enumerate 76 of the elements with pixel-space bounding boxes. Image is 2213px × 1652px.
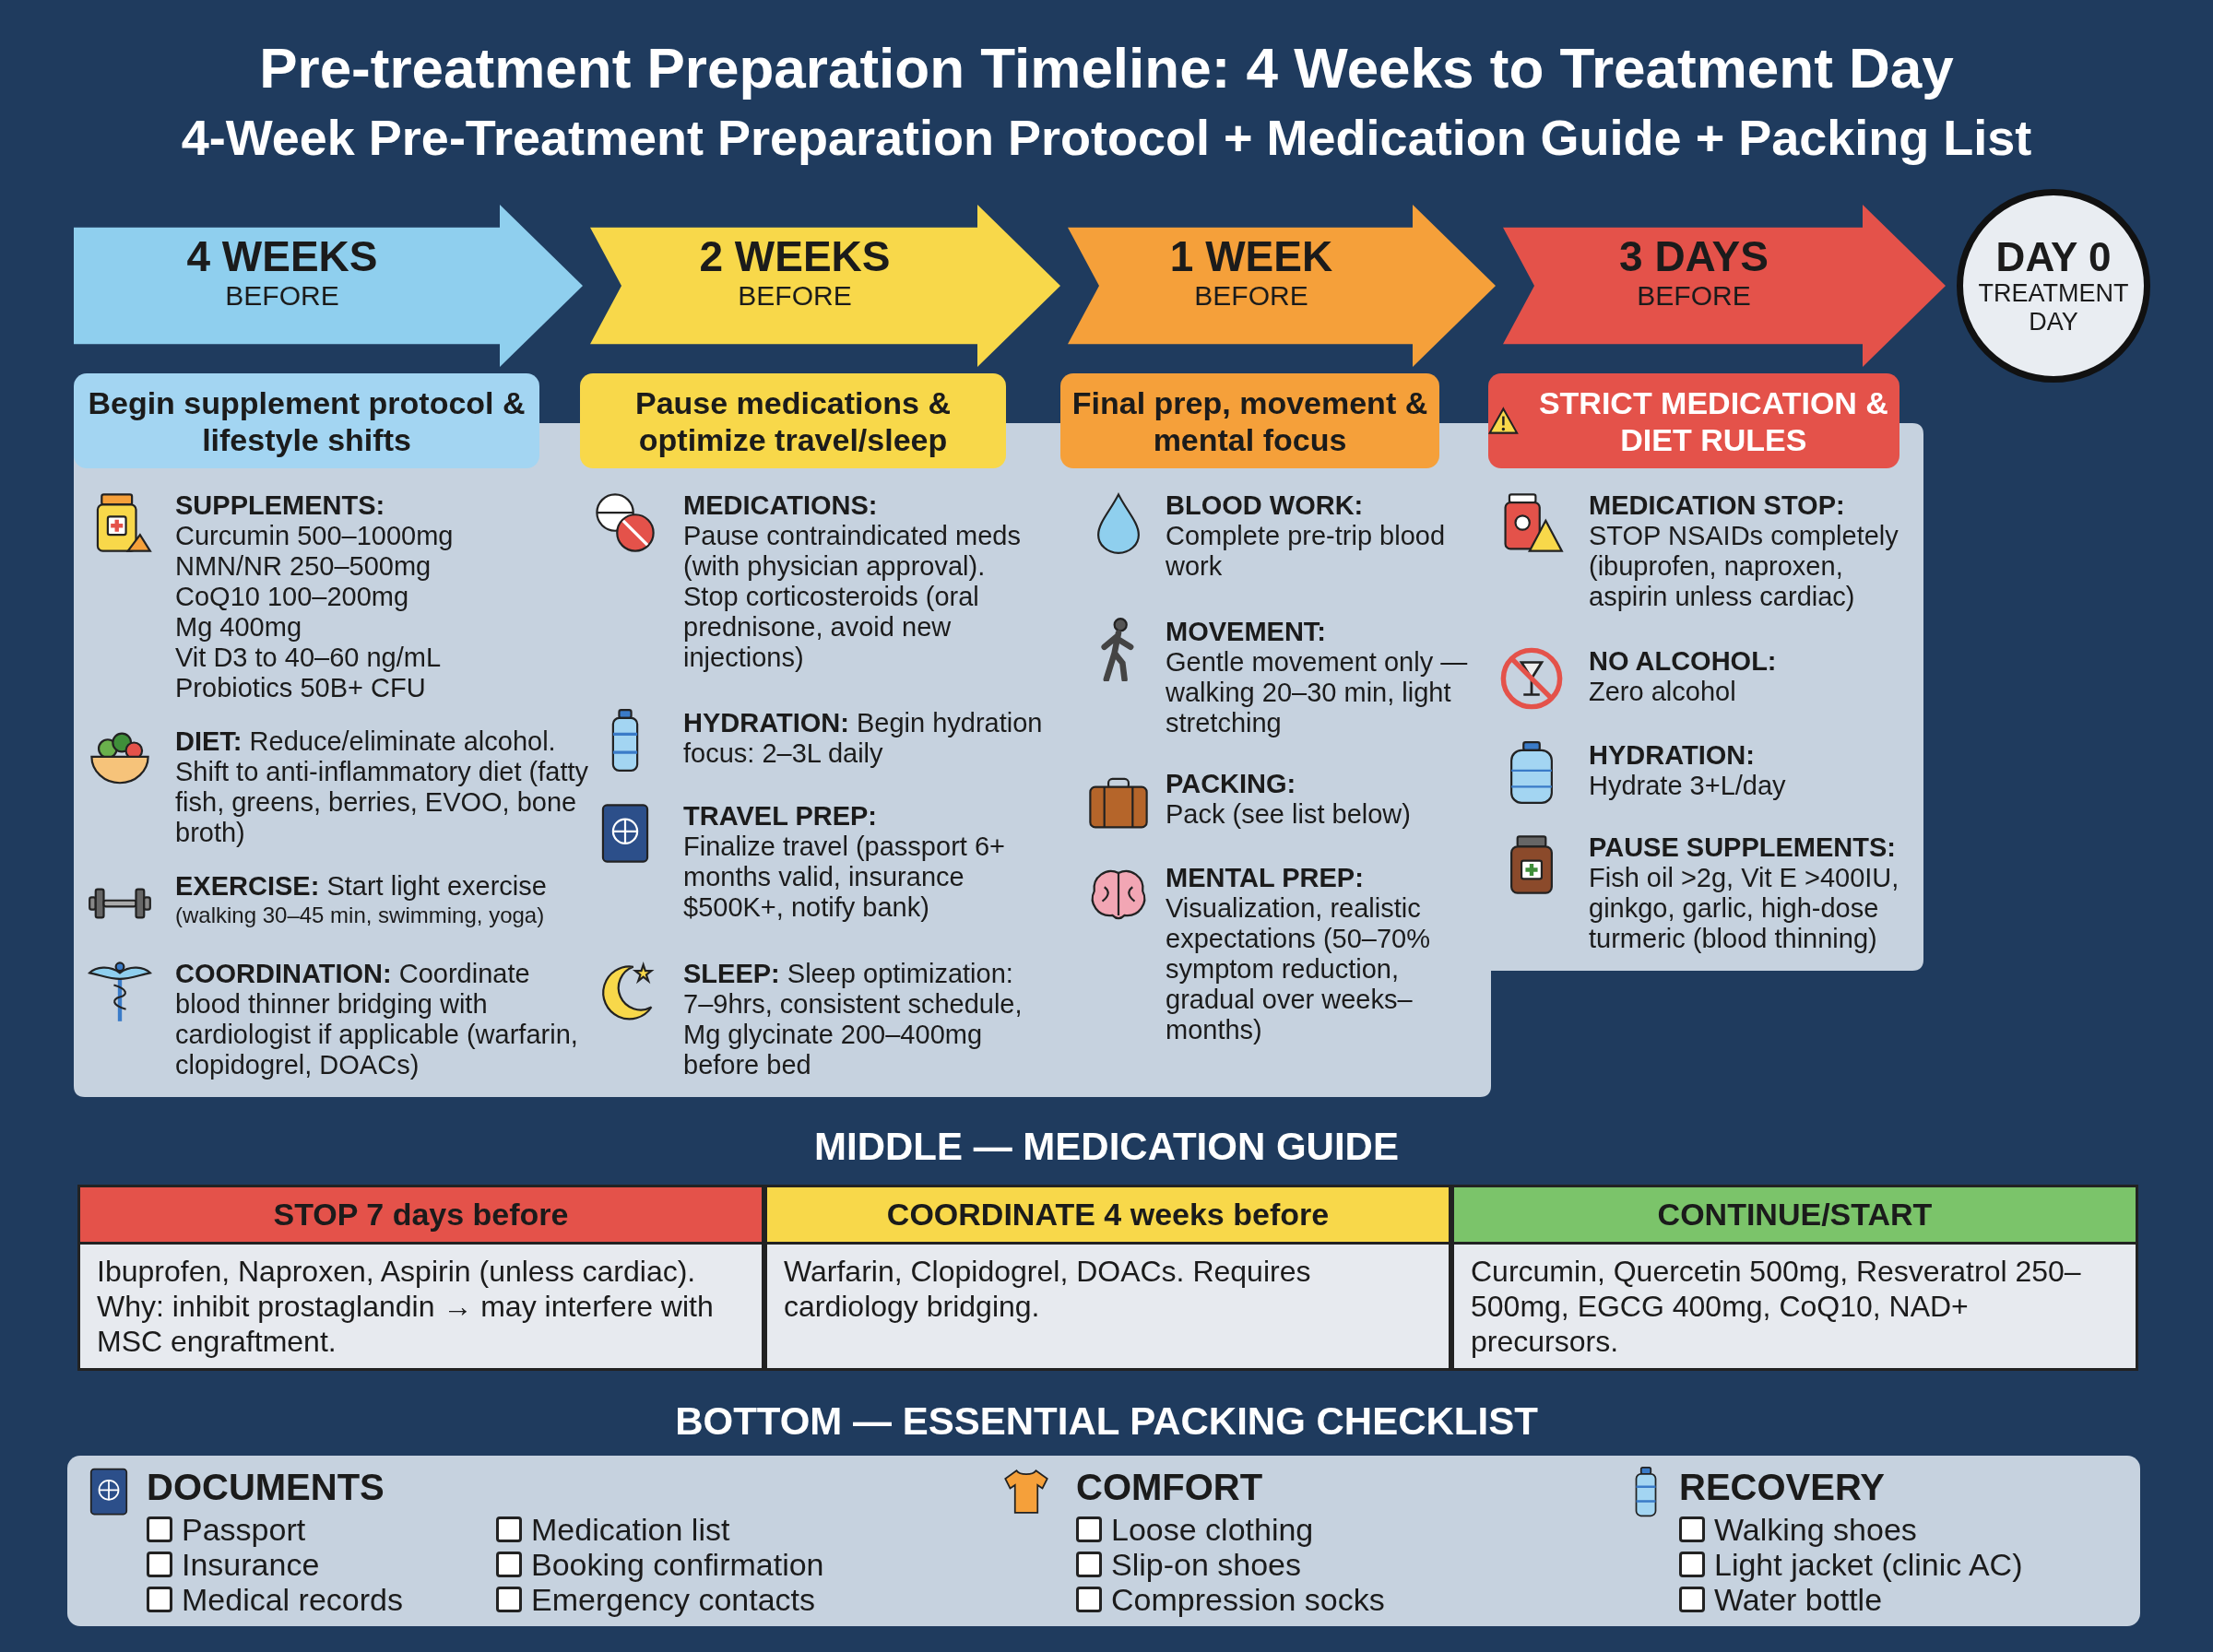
checklist-heading: DOCUMENTS [147, 1466, 385, 1508]
item-text: Fish oil >2g, Vit E >400IU, ginkgo, garlic, high-dose turmeric (blood thinning) [1589, 863, 1900, 954]
item-heading: BLOOD WORK: [1166, 490, 1365, 521]
checklist-item: Emergency contacts [531, 1582, 816, 1617]
item-text: Hydrate 3+L/day [1589, 771, 1787, 801]
item-text: Visualization, realistic expectations (50–70% symptom reduction, gradual over weeks–months) [1166, 893, 1431, 1045]
item-text: NMN/NR 250–500mg [175, 551, 432, 582]
table-header-cell: CONTINUE/START [1451, 1185, 2138, 1245]
item-text: Pack (see list below) [1166, 799, 1412, 830]
item-text: Pause contraindicated meds (with physician approval). Stop corticosteroids (oral prednisone, avoid new injections) [683, 521, 1022, 673]
item-heading: HYDRATION: [1589, 740, 1756, 771]
phase-heading: STRICT MEDICATION & DIET RULES [1537, 384, 1889, 458]
checklist-item: Insurance [182, 1547, 320, 1582]
title: Pre-treatment Preparation Timeline: 4 Weeks to Treatment Day [258, 35, 1955, 100]
phase-label: DAY 0 [1994, 235, 2112, 279]
checklist-item: Medical records [182, 1582, 403, 1617]
phase-sublabel: BEFORE [1636, 280, 1752, 312]
phase-sublabel: BEFORE [1193, 280, 1309, 312]
item-text: Zero alcohol [1589, 677, 1737, 707]
item-text: STOP NSAIDs completely (ibuprofen, naproxen, aspirin unless cardiac) [1589, 521, 1899, 612]
checklist-heading: RECOVERY [1679, 1466, 1885, 1508]
checklist-item: Water bottle [1714, 1582, 1883, 1617]
section-heading: BOTTOM — ESSENTIAL PACKING CHECKLIST [674, 1399, 1539, 1444]
item-heading: TRAVEL PREP: [683, 801, 878, 832]
item-text: HYDRATION: Begin hydration focus: 2–3L daily [683, 708, 1043, 769]
item-text: Gentle movement only — walking 20–30 min, light stretching [1166, 647, 1469, 738]
item-heading: PACKING: [1166, 769, 1297, 799]
phase-label: 4 WEEKS [185, 232, 379, 280]
phase-label: 3 DAYS [1618, 232, 1769, 280]
checklist-heading: COMFORT [1076, 1466, 1263, 1508]
item-text: Mg 400mg [175, 612, 302, 643]
table-header-cell: STOP 7 days before [77, 1185, 764, 1245]
phase-banner [590, 205, 1060, 367]
item-text: Vit D3 to 40–60 ng/mL [175, 643, 443, 673]
phase-banner [1068, 205, 1496, 367]
phase-label: 2 WEEKS [698, 232, 892, 280]
phase-label: 1 WEEK [1168, 232, 1334, 280]
item-heading: NO ALCOHOL: [1589, 646, 1778, 677]
checklist-item: Medication list [531, 1512, 730, 1547]
item-text: COORDINATION: Coordinate blood thinner bridging with cardiologist if applicable (warfarin, clopidogrel, DOACs) [175, 959, 579, 1080]
item-heading: MENTAL PREP: [1166, 863, 1365, 893]
item-heading: MOVEMENT: [1166, 617, 1327, 647]
item-text: EXERCISE: Start light exercise [175, 871, 548, 902]
checklist-item: Booking confirmation [531, 1547, 824, 1582]
checklist-item: Light jacket (clinic AC) [1714, 1547, 2023, 1582]
table-cell: Warfarin, Clopidogrel, DOACs. Requires cardiology bridging. [764, 1242, 1451, 1371]
checklist-item: Compression socks [1111, 1582, 1385, 1617]
item-text: Finalize travel (passport 6+ months valid, insurance $500K+, notify bank) [683, 832, 1006, 923]
phase-sublabel: BEFORE [224, 280, 340, 312]
item-text: CoQ10 100–200mg [175, 582, 410, 612]
checklist-item: Loose clothing [1111, 1512, 1314, 1547]
section-heading: MIDDLE — MEDICATION GUIDE [813, 1125, 1400, 1169]
phase-heading: Pause medications & optimize travel/sleep [634, 384, 952, 458]
item-heading: MEDICATIONS: [683, 490, 879, 521]
phase-sublabel: BEFORE [737, 280, 853, 312]
item-heading: SUPPLEMENTS: [175, 490, 386, 521]
phase-banner [1503, 205, 1946, 367]
phase-banner [74, 205, 583, 367]
table-header-cell: COORDINATE 4 weeks before [764, 1185, 1451, 1245]
table-cell: Ibuprofen, Naproxen, Aspirin (unless cardiac). Why: inhibit prostaglandin → may interfere with MSC engraftment. [77, 1242, 764, 1371]
item-text: Curcumin 500–1000mg [175, 521, 455, 551]
item-text: DIET: Reduce/eliminate alcohol. Shift to anti-inflammatory diet (fatty fish, greens, berries, EVOO, bone broth) [175, 726, 590, 848]
phase-heading: Final prep, movement & mental focus [1071, 384, 1429, 458]
checklist-item: Passport [182, 1512, 306, 1547]
table-cell: Curcumin, Quercetin 500mg, Resveratrol 250–500mg, EGCG 400mg, CoQ10, NAD+ precursors. [1451, 1242, 2138, 1371]
checklist-item: Slip-on shoes [1111, 1547, 1301, 1582]
checklist-item: Walking shoes [1714, 1512, 1917, 1547]
item-text: Probiotics 50B+ CFU [175, 673, 427, 703]
subtitle: 4-Week Pre-Treatment Preparation Protocol + Medication Guide + Packing List [180, 109, 2033, 166]
phase-heading: Begin supplement protocol & lifestyle shifts [87, 384, 527, 458]
item-heading: MEDICATION STOP: [1589, 490, 1846, 521]
phase-sublabel: TREATMENT DAY [1977, 279, 2130, 336]
item-note: (walking 30–45 min, swimming, yoga) [175, 902, 546, 929]
item-text: SLEEP: Sleep optimization: 7–9hrs, consistent schedule, Mg glycinate 200–400mg before bed [683, 959, 1024, 1080]
item-heading: PAUSE SUPPLEMENTS: [1589, 832, 1897, 863]
item-text: Complete pre-trip blood work [1166, 521, 1447, 582]
